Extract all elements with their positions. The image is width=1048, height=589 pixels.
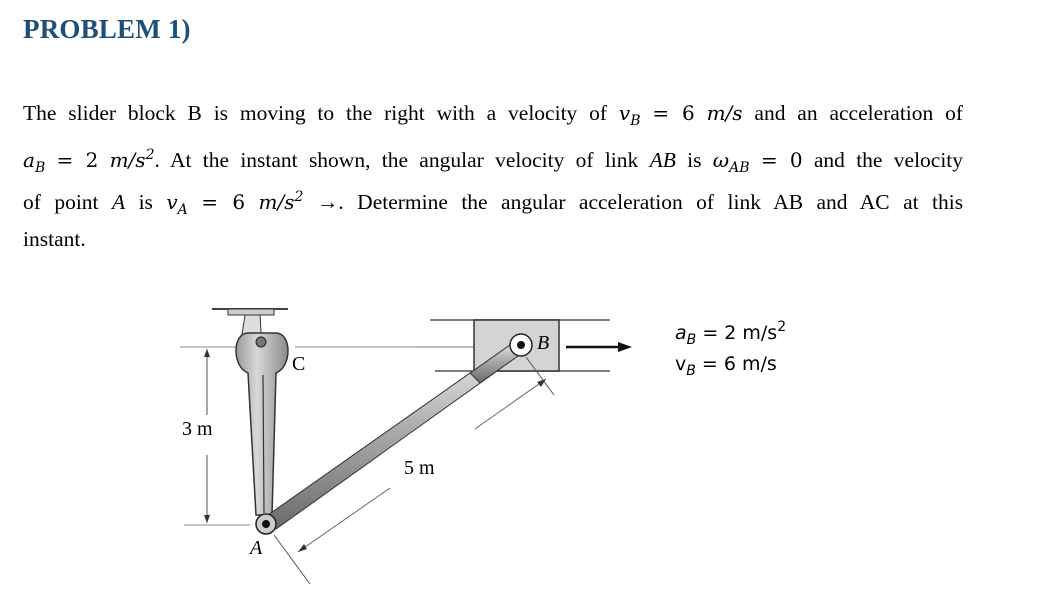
- mechanism-figure: C A B 3 m 5 m aB = 2 m/s2 vB = 6 m/s: [170, 285, 870, 585]
- right-arrow-icon: →: [316, 190, 339, 214]
- math-eq: = 2: [56, 148, 99, 172]
- label-a: A: [250, 537, 263, 559]
- math-vb: vB: [618, 101, 641, 129]
- statement-line-3: of point A is vA = 6 m/s2 →. Determine t…: [23, 176, 963, 218]
- statement-line-1: The slider block B is moving to the righ…: [23, 92, 963, 134]
- math-omega: ωAB: [712, 148, 750, 176]
- math-ab: aB: [23, 148, 46, 176]
- dimension-3m: [204, 349, 210, 523]
- text: . At the instant shown, the angular velo…: [154, 148, 639, 172]
- label-b: B: [537, 332, 550, 354]
- accel-label: aB = 2 m/s2: [675, 319, 787, 348]
- math-unit: m/s: [706, 101, 743, 125]
- text: and an acceleration of: [754, 101, 964, 125]
- point-a: A: [111, 190, 126, 214]
- text: of point: [23, 190, 99, 214]
- math-eq: = 6: [201, 190, 246, 214]
- math-unit: m/s2: [258, 189, 304, 214]
- dimension-3m-label: 3 m: [182, 418, 213, 440]
- text: The slider block B is moving to the righ…: [23, 101, 608, 125]
- statement-line-2: aB = 2 m/s2. At the instant shown, the a…: [23, 134, 963, 176]
- problem-statement: The slider block B is moving to the righ…: [23, 92, 963, 260]
- kinematics-labels: aB = 2 m/s2 vB = 6 m/s: [675, 315, 786, 383]
- math-eq: = 0: [760, 148, 803, 172]
- math-va: vA: [166, 190, 188, 218]
- dimension-5m: [273, 356, 555, 585]
- problem-title: PROBLEM 1): [23, 14, 191, 44]
- velocity-arrow-icon: [566, 342, 632, 352]
- velocity-label: vB = 6 m/s: [675, 353, 777, 379]
- statement-line-4: instant.: [23, 227, 86, 251]
- text: is: [687, 148, 702, 172]
- math-unit: m/s2: [109, 147, 155, 172]
- math-eq: = 6: [652, 101, 695, 125]
- dimension-5m-label: 5 m: [404, 457, 435, 479]
- mechanism-diagram: [180, 308, 632, 585]
- label-c: C: [292, 353, 306, 375]
- text: and the velocity: [813, 148, 964, 172]
- text: is: [138, 190, 153, 214]
- text: . Determine the angular acceleration of …: [338, 190, 964, 214]
- link-ab: AB: [649, 148, 676, 172]
- link-ac: [235, 332, 289, 516]
